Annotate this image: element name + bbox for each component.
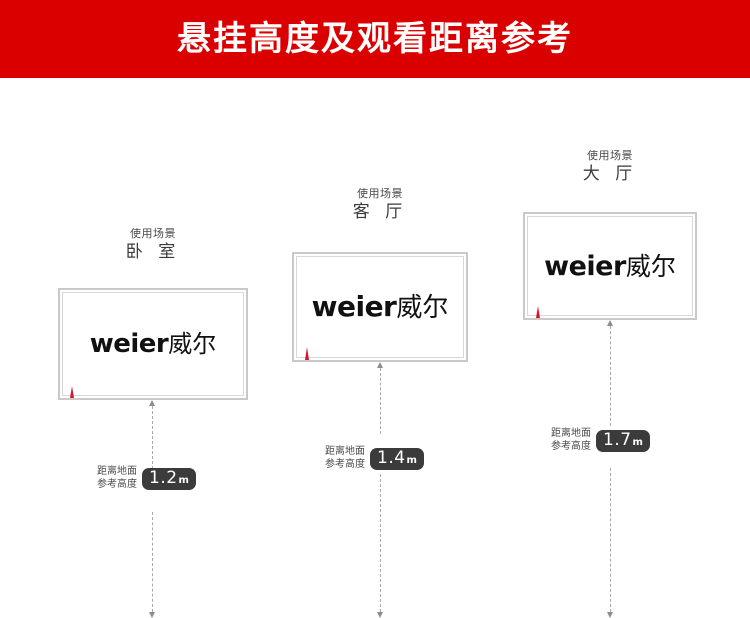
brand-logo-latin: weier: [89, 329, 169, 359]
scene-bedroom-caption: 使用场景 卧 室: [103, 227, 203, 262]
arrow-up-icon-hall: [607, 320, 613, 326]
height-badge-value-hall: 1.7: [603, 429, 632, 450]
dimension-segment-lower-bedroom: [152, 512, 153, 612]
measure-text-bedroom: 距离地面 参考高度: [97, 466, 137, 491]
measure-line2-bedroom: 参考高度: [97, 478, 137, 490]
measure-label-hall: 距离地面 参考高度 1.7 m: [551, 428, 650, 453]
brand-logo-livingroom: weier 威尔: [305, 290, 449, 360]
measure-line1-livingroom: 距离地面: [325, 446, 365, 457]
dimension-line-livingroom: [377, 362, 383, 618]
height-badge-unit-livingroom: m: [406, 454, 417, 466]
brand-logo-triangle-icon: [70, 386, 74, 398]
arrow-down-icon-livingroom: [377, 612, 383, 618]
scene-bedroom-caption-small: 使用场景: [130, 227, 176, 240]
height-badge-unit-bedroom: m: [178, 474, 189, 486]
height-badge-hall: 1.7 m: [596, 429, 650, 452]
arrow-down-icon-hall: [607, 612, 613, 618]
scene-hall-caption: 使用场景 大 厅: [560, 149, 660, 184]
scene-livingroom-caption: 使用场景 客 厅: [330, 187, 430, 222]
tv-screen-livingroom: weier 威尔: [296, 256, 464, 360]
brand-logo-cjk: 威尔: [168, 330, 217, 358]
measure-label-bedroom: 距离地面 参考高度 1.2 m: [97, 466, 196, 491]
brand-logo-latin: weier: [544, 250, 626, 282]
dimension-line-bedroom: [149, 400, 155, 618]
measure-line2-livingroom: 参考高度: [325, 458, 365, 470]
height-badge-livingroom: 1.4 m: [370, 447, 424, 470]
tv-screen-hall: weier 威尔: [527, 216, 693, 318]
measure-line1-hall: 距离地面: [551, 428, 591, 439]
measure-label-livingroom: 距离地面 参考高度 1.4 m: [325, 446, 424, 471]
scene-hall-caption-small: 使用场景: [587, 149, 633, 162]
dimension-segment-lower-livingroom: [380, 474, 381, 612]
height-badge-value-bedroom: 1.2: [149, 467, 178, 488]
brand-logo-cjk: 威尔: [396, 293, 449, 323]
scene-stage: 使用场景 卧 室 weier 威尔 距离地面 参考高度: [0, 78, 750, 618]
dimension-line-hall: [607, 320, 613, 618]
measure-text-hall: 距离地面 参考高度: [551, 428, 591, 453]
height-badge-unit-hall: m: [632, 436, 643, 448]
page-title: 悬挂高度及观看距离参考: [177, 19, 573, 59]
dimension-segment-upper-bedroom: [152, 406, 153, 474]
brand-logo-hall: weier 威尔: [536, 250, 676, 318]
scene-bedroom-caption-big: 卧 室: [125, 241, 181, 262]
arrow-up-icon-bedroom: [149, 400, 155, 406]
arrow-down-icon-bedroom: [149, 612, 155, 618]
scene-hall-caption-big: 大 厅: [582, 163, 638, 184]
scene-livingroom-caption-big: 客 厅: [352, 201, 408, 222]
dimension-segment-upper-livingroom: [380, 368, 381, 434]
brand-logo-bedroom: weier 威尔: [70, 329, 217, 398]
height-badge-bedroom: 1.2 m: [142, 467, 196, 490]
scene-livingroom-caption-small: 使用场景: [357, 187, 403, 200]
brand-logo-triangle-icon: [536, 306, 540, 318]
tv-screen-bedroom: weier 威尔: [62, 292, 244, 398]
tv-panel-hall[interactable]: weier 威尔: [523, 212, 697, 320]
tv-panel-livingroom[interactable]: weier 威尔: [292, 252, 468, 362]
tv-panel-bedroom[interactable]: weier 威尔: [58, 288, 248, 400]
measure-line1-bedroom: 距离地面: [97, 466, 137, 477]
dimension-segment-lower-hall: [610, 468, 611, 612]
brand-logo-triangle-icon: [305, 347, 309, 360]
header-banner: 悬挂高度及观看距离参考: [0, 0, 750, 78]
brand-logo-cjk: 威尔: [625, 251, 676, 281]
measure-line2-hall: 参考高度: [551, 440, 591, 452]
brand-logo-latin: weier: [311, 290, 397, 323]
dimension-segment-upper-hall: [610, 326, 611, 426]
measure-text-livingroom: 距离地面 参考高度: [325, 446, 365, 471]
height-badge-value-livingroom: 1.4: [377, 447, 406, 468]
arrow-up-icon-livingroom: [377, 362, 383, 368]
